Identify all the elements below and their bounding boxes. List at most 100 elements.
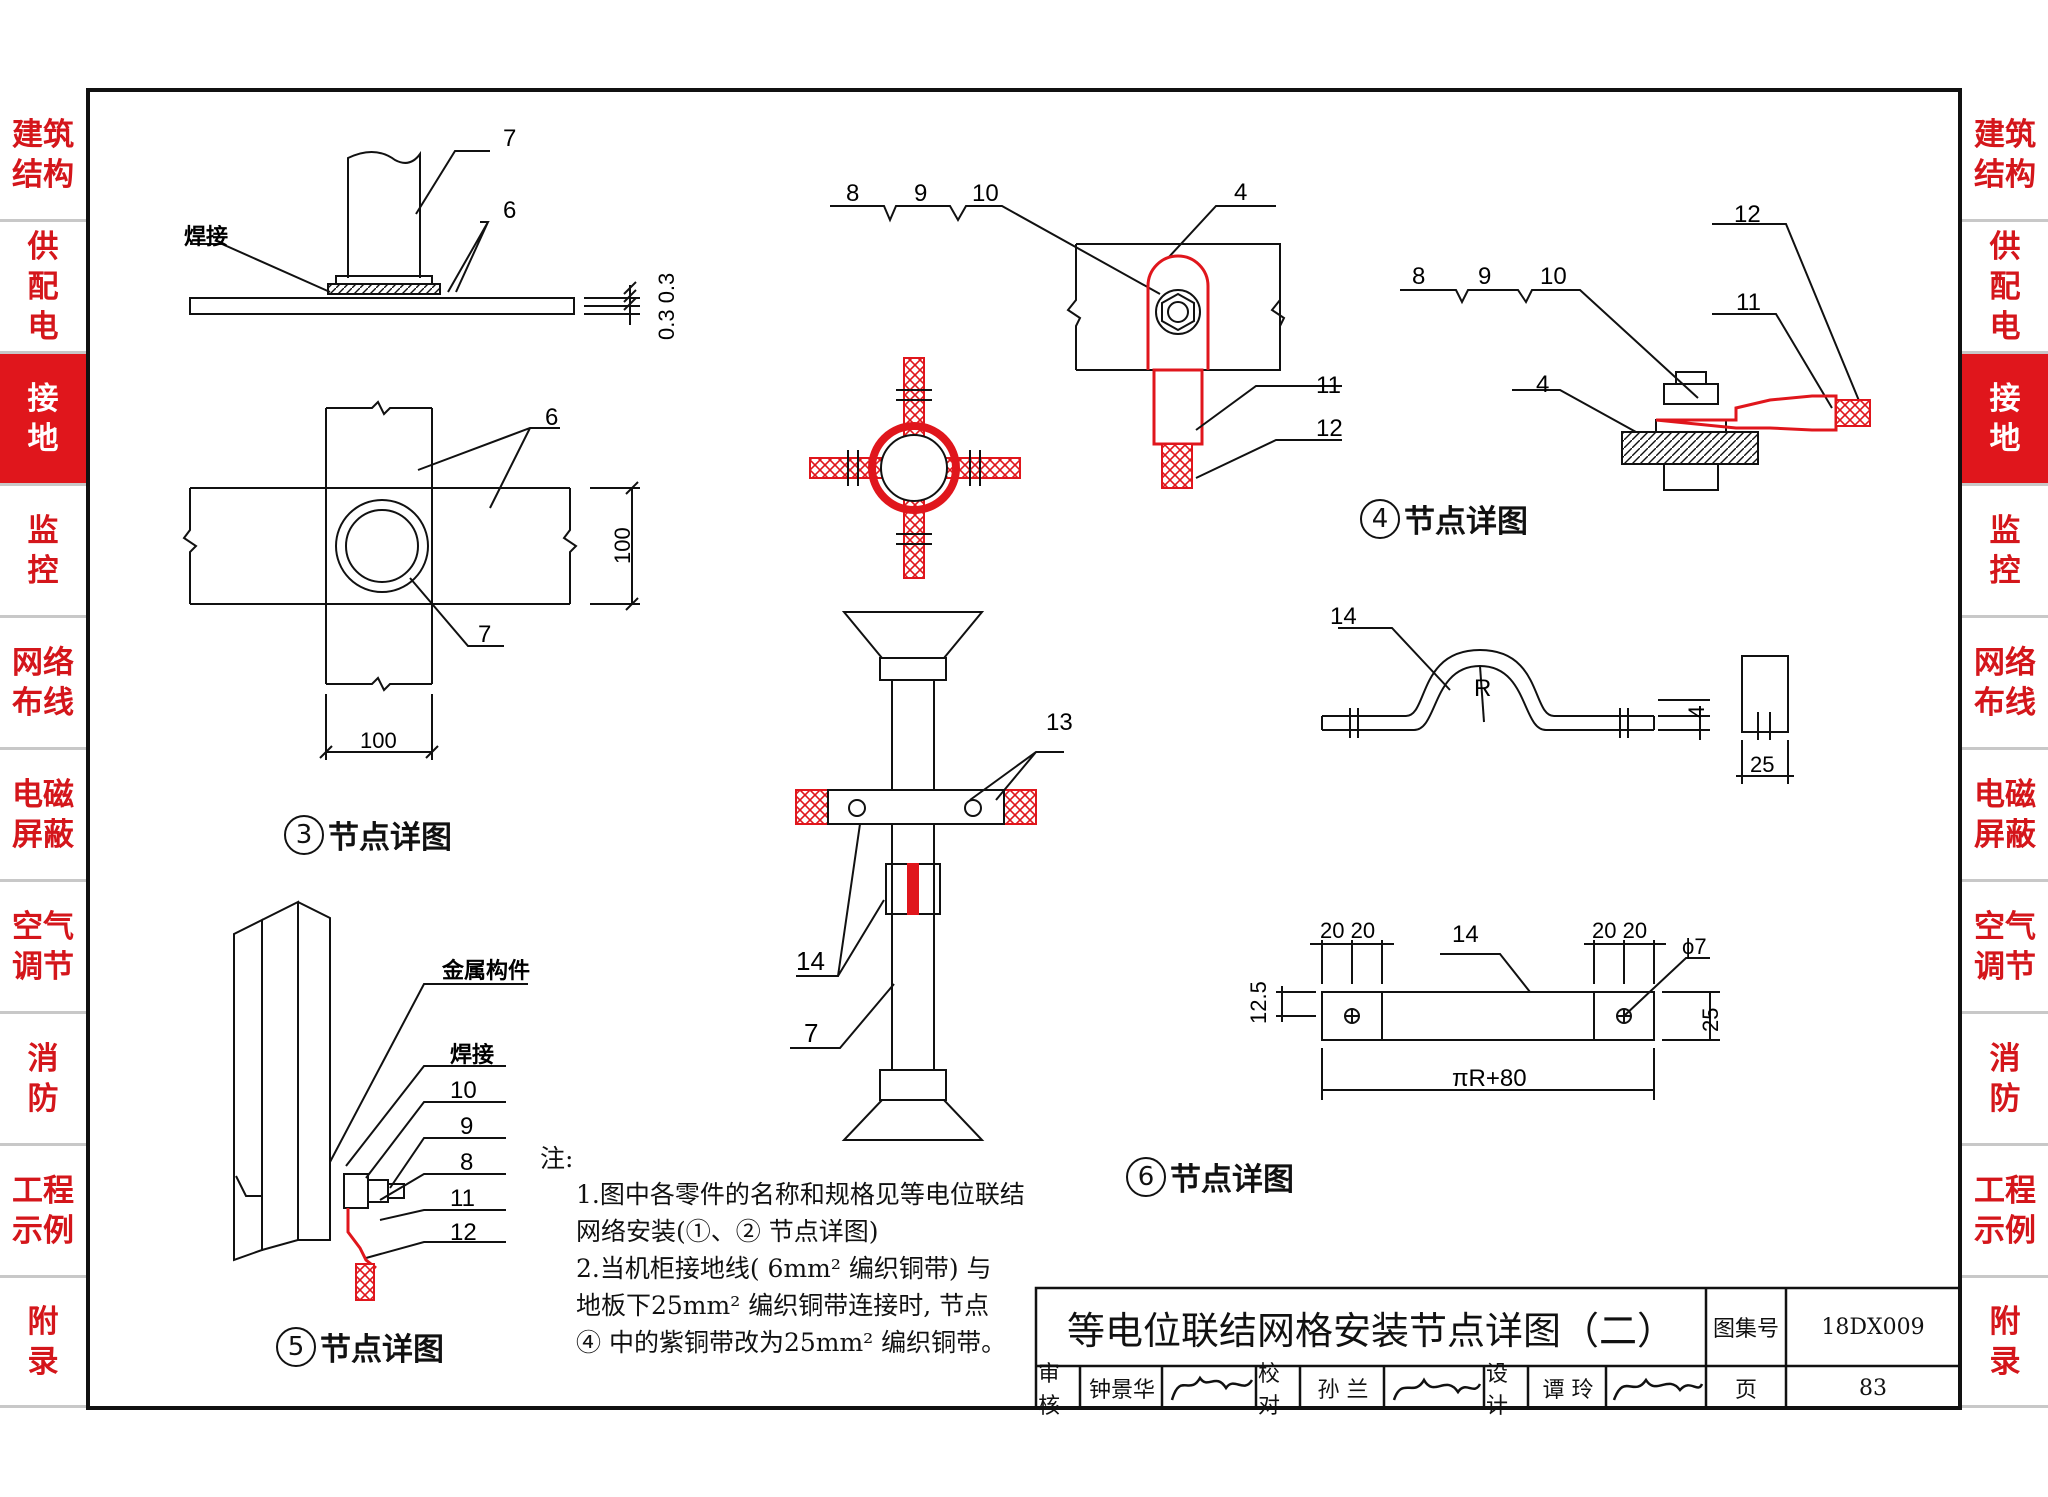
designer-signature xyxy=(1612,1377,1704,1401)
note-line: 1.图中各零件的名称和规格见等电位联结 xyxy=(576,1180,1025,1209)
check-label: 校对 xyxy=(1258,1362,1281,1419)
side-tab-right-4[interactable]: 网络布线 xyxy=(1962,618,2048,750)
side-tab-label: 配 xyxy=(27,268,59,305)
note-line: 网络安装(①、② 节点详图) xyxy=(576,1217,879,1246)
side-tab-label: 调节 xyxy=(12,948,74,985)
detail-5-number: 5 xyxy=(276,1326,316,1367)
side-tab-left-7[interactable]: 消防 xyxy=(0,1014,86,1146)
side-tab-left-8[interactable]: 工程示例 xyxy=(0,1146,86,1278)
dtc-callout-9: 9 xyxy=(914,180,927,207)
side-tab-right-0[interactable]: 建筑结构 xyxy=(1962,90,2048,222)
d3-callout-6: 6 xyxy=(503,197,516,224)
side-tab-label: 监 xyxy=(27,512,59,549)
side-tab-label: 防 xyxy=(1989,1080,2021,1117)
dtc-callout-11: 11 xyxy=(1316,372,1341,399)
atlas-number: 18DX009 xyxy=(1821,1314,1925,1340)
checker-signature xyxy=(1392,1377,1482,1401)
side-tab-right-5[interactable]: 电磁屏蔽 xyxy=(1962,750,2048,882)
note-line: 2.当机柜接地线( 6mm² 编织铜带) 与 xyxy=(576,1254,992,1283)
side-tab-right-8[interactable]: 工程示例 xyxy=(1962,1146,2048,1278)
side-tab-label: 接 xyxy=(1989,380,2021,417)
side-tab-label: 供 xyxy=(1989,228,2021,265)
d6-dim-total: πR+80 xyxy=(1452,1065,1527,1092)
d5-callout-12: 12 xyxy=(450,1219,477,1246)
detail-6-caption: 6 节点详图 xyxy=(1126,1154,1294,1199)
d5-callout-8: 8 xyxy=(460,1149,473,1176)
detail-6-drawing xyxy=(1276,627,1794,1100)
side-tab-left-5[interactable]: 电磁屏蔽 xyxy=(0,750,86,882)
detail-4-drawing xyxy=(1400,223,1871,491)
side-tab-right-1[interactable]: 供配电 xyxy=(1962,222,2048,354)
side-tab-label: 结构 xyxy=(12,156,74,193)
d3-dim-100-v: 100 xyxy=(610,527,635,564)
side-tab-right-2[interactable]: 接地 xyxy=(1962,354,2048,486)
side-tab-label: 地 xyxy=(27,420,59,457)
detail-4-caption-text: 节点详图 xyxy=(1404,504,1528,540)
side-tab-label: 接 xyxy=(27,380,59,417)
d6-dim-25b: 25 xyxy=(1698,1008,1723,1032)
side-tab-right-9[interactable]: 附录 xyxy=(1962,1278,2048,1408)
d5-weld-label: 焊接 xyxy=(450,1042,494,1067)
d4-callout-4: 4 xyxy=(1536,371,1549,398)
side-tab-label: 防 xyxy=(27,1080,59,1117)
side-tab-left-9[interactable]: 附录 xyxy=(0,1278,86,1408)
side-tab-label: 工程 xyxy=(12,1172,74,1209)
side-tab-label: 消 xyxy=(27,1040,59,1077)
side-tab-label: 控 xyxy=(1989,552,2021,589)
side-tab-label: 空气 xyxy=(12,908,74,945)
side-tab-label: 录 xyxy=(1989,1343,2021,1380)
reviewer-name: 钟景华 xyxy=(1088,1378,1155,1403)
d6-callout-14b: 14 xyxy=(1452,921,1479,948)
d4-callout-11: 11 xyxy=(1736,289,1761,316)
d3-callout-6b: 6 xyxy=(545,404,558,431)
detail-4-number: 4 xyxy=(1360,498,1400,539)
note-line: 地板下25mm² 编织铜带连接时, 节点 xyxy=(576,1291,990,1320)
dtc-callout-12: 12 xyxy=(1316,415,1343,442)
detail-5-caption: 5 节点详图 xyxy=(276,1324,444,1369)
d6-dim-4: 4 xyxy=(1684,706,1709,718)
side-tab-left-2[interactable]: 接地 xyxy=(0,354,86,486)
side-tab-right-7[interactable]: 消防 xyxy=(1962,1014,2048,1146)
side-tab-right-3[interactable]: 监控 xyxy=(1962,486,2048,618)
cp-callout-13: 13 xyxy=(1046,709,1073,736)
side-tab-left-1[interactable]: 供配电 xyxy=(0,222,86,354)
d6-dim-12-5: 12.5 xyxy=(1246,981,1271,1024)
side-tab-label: 调节 xyxy=(1974,948,2036,985)
d6-dim-phi7: ϕ7 xyxy=(1682,934,1707,959)
detail-3-drawing xyxy=(182,150,640,760)
review-label: 审核 xyxy=(1038,1362,1061,1419)
side-tab-label: 电 xyxy=(1989,308,2021,345)
detail-3-caption: 3 节点详图 xyxy=(284,812,452,857)
side-tab-left-0[interactable]: 建筑结构 xyxy=(0,90,86,222)
d6-dim-2020-left: 20 20 xyxy=(1320,918,1375,943)
side-tab-label: 布线 xyxy=(12,684,74,721)
side-tab-label: 控 xyxy=(27,552,59,589)
dtc-callout-10: 10 xyxy=(972,180,999,207)
d4-callout-8: 8 xyxy=(1412,263,1425,290)
atlas-label: 图集号 xyxy=(1712,1317,1779,1342)
side-tab-label: 电 xyxy=(27,308,59,345)
side-tab-label: 示例 xyxy=(12,1212,74,1249)
side-tab-label: 电磁 xyxy=(1974,776,2036,813)
detail-5-drawing xyxy=(233,900,528,1301)
side-tab-label: 配 xyxy=(1989,268,2021,305)
side-tab-label: 示例 xyxy=(1974,1212,2036,1249)
side-tab-label: 地 xyxy=(1989,420,2021,457)
side-tab-left-4[interactable]: 网络布线 xyxy=(0,618,86,750)
page-label: 页 xyxy=(1734,1378,1757,1403)
notes-block: 1.图中各零件的名称和规格见等电位联结 网络安装(①、② 节点详图) 2.当机柜… xyxy=(576,1176,1025,1361)
side-tab-left-6[interactable]: 空气调节 xyxy=(0,882,86,1014)
d5-callout-9: 9 xyxy=(460,1113,473,1140)
d3-dim-100-h: 100 xyxy=(360,728,397,753)
center-pedestal-drawing xyxy=(790,611,1064,1141)
side-tab-label: 网络 xyxy=(1974,644,2036,681)
detail-top-center-drawing xyxy=(830,205,1342,489)
side-tab-left-3[interactable]: 监控 xyxy=(0,486,86,618)
drawing-title: 等电位联结网格安装节点详图（二） xyxy=(1066,1308,1675,1353)
sheet-frame xyxy=(86,88,1962,1410)
d5-callout-11: 11 xyxy=(450,1185,475,1212)
side-tab-right-6[interactable]: 空气调节 xyxy=(1962,882,2048,1014)
cp-callout-7: 7 xyxy=(804,1018,818,1048)
detail-4-caption: 4 节点详图 xyxy=(1360,496,1528,541)
